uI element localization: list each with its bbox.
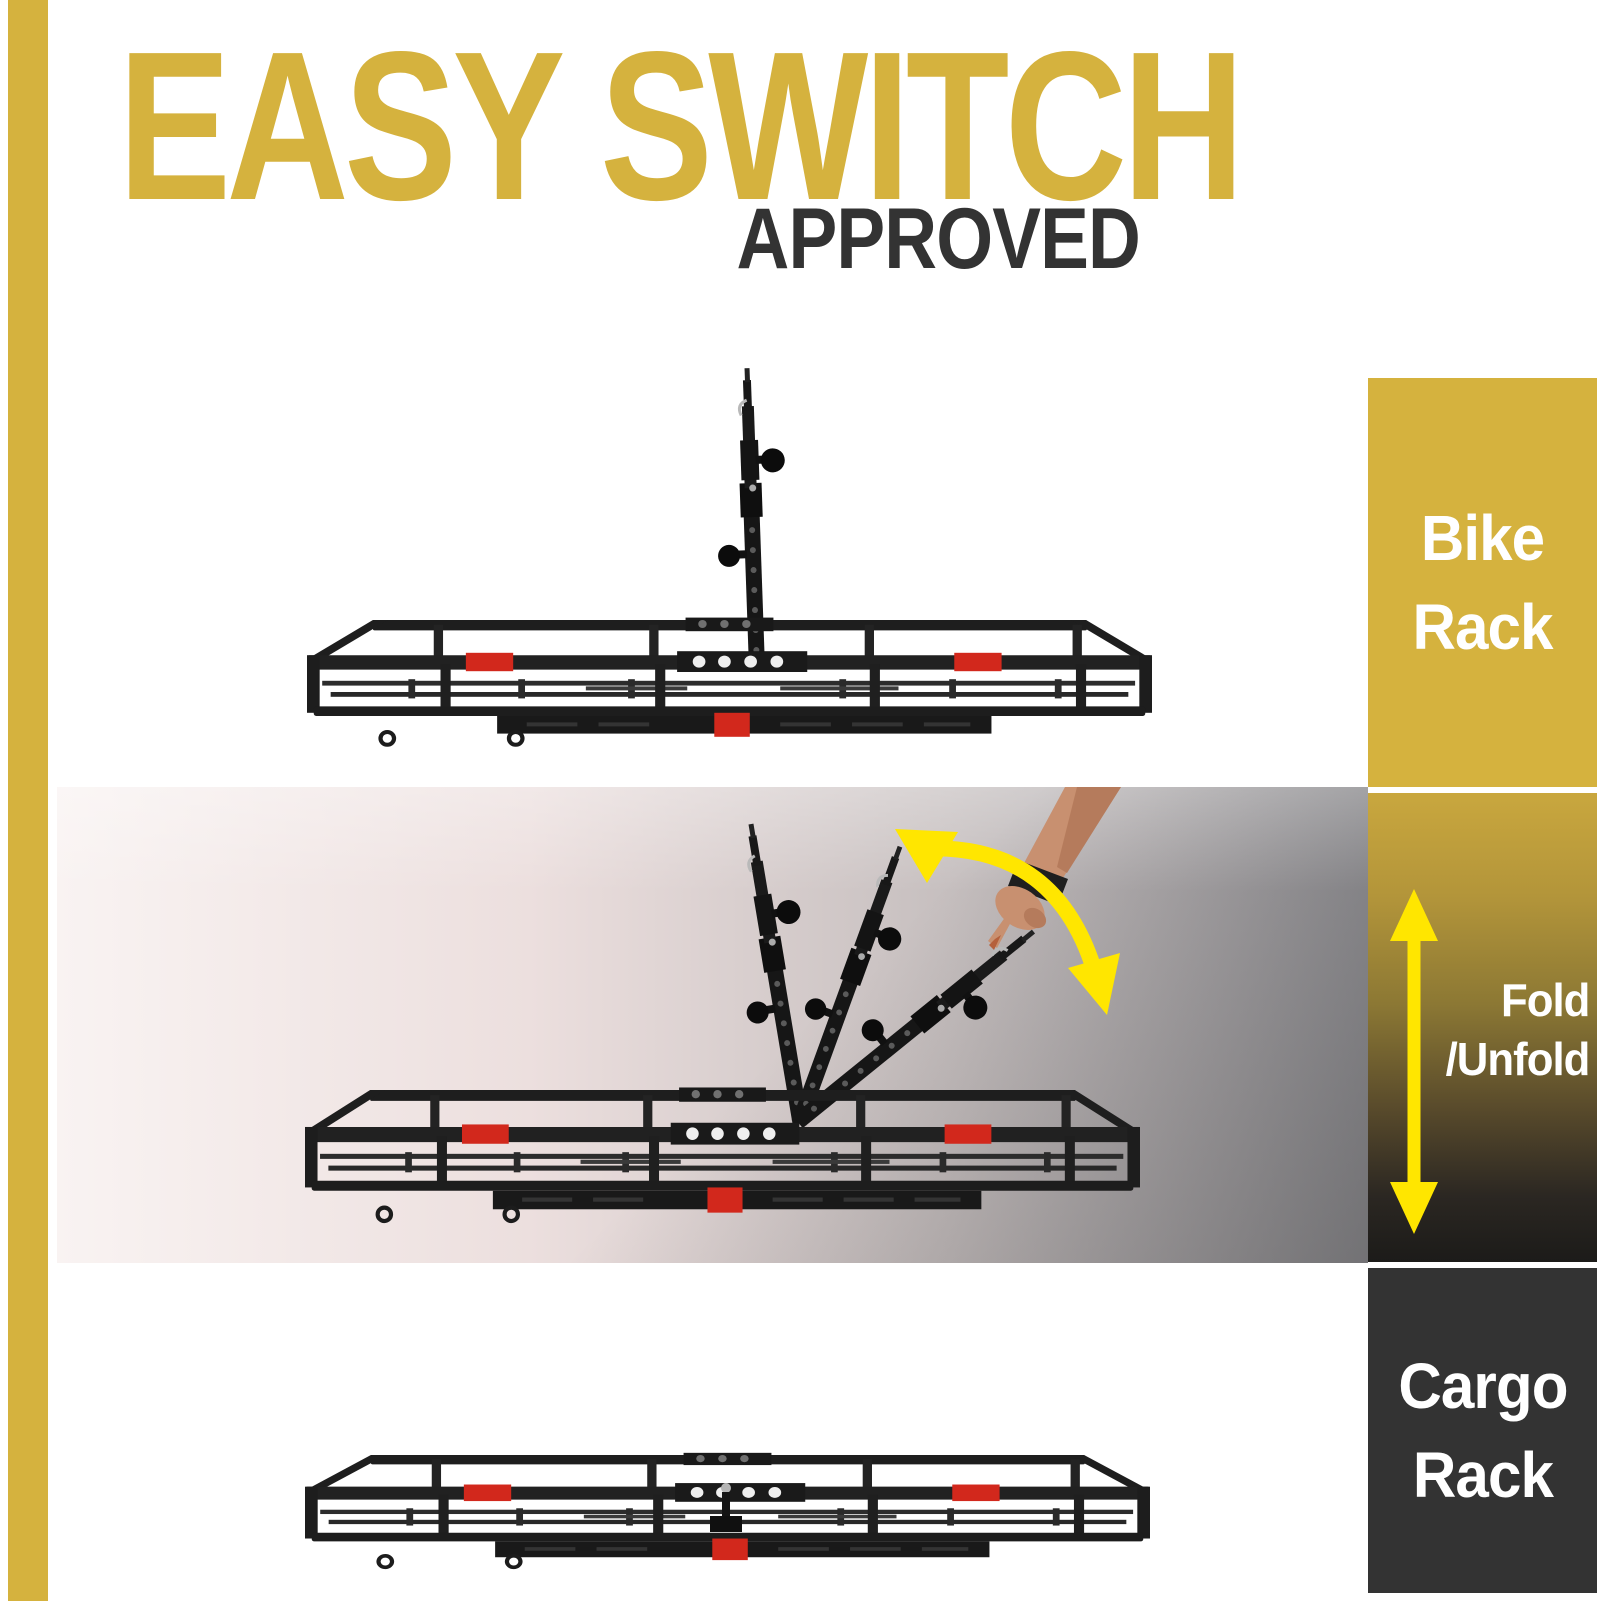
rotate-arrow-icon [895, 829, 1120, 1015]
bike-rack-label-line2: Rack [1412, 590, 1553, 663]
cargo-rack-label-line2: Rack [1412, 1438, 1553, 1511]
fold-unfold-demo-photo [57, 787, 1368, 1263]
folded-hitch-pin [710, 1483, 742, 1532]
mast-position-folded [774, 902, 1057, 1151]
cargo-basket [305, 1087, 1140, 1221]
fold-unfold-arrow-icon [1390, 889, 1438, 1234]
fold-label-line1: Fold [1500, 974, 1590, 1026]
bike-rack-mode-photo [285, 365, 1165, 750]
bike-rack-label: Bike Rack [1412, 494, 1553, 671]
fold-unfold-label: Fold /Unfold [1445, 971, 1590, 1089]
cargo-rack-label: Cargo Rack [1397, 1342, 1568, 1519]
fold-demo-background [57, 787, 1368, 1263]
cargo-rack-label-line1: Cargo [1397, 1350, 1568, 1423]
cargo-rack-box: Cargo Rack [1368, 1268, 1597, 1593]
bike-rack-label-line1: Bike [1420, 502, 1545, 575]
page-title: EASY SWITCH [118, 7, 1245, 244]
fold-label-line2: /Unfold [1445, 1032, 1590, 1085]
bike-rack-box: Bike Rack [1368, 378, 1597, 787]
cargo-rack-mode-photo [290, 1442, 1170, 1592]
left-accent-bar [8, 0, 48, 1601]
approved-subtitle: APPROVED [736, 191, 1141, 287]
fold-unfold-box: Fold /Unfold [1368, 793, 1597, 1262]
cargo-basket [307, 618, 1152, 745]
